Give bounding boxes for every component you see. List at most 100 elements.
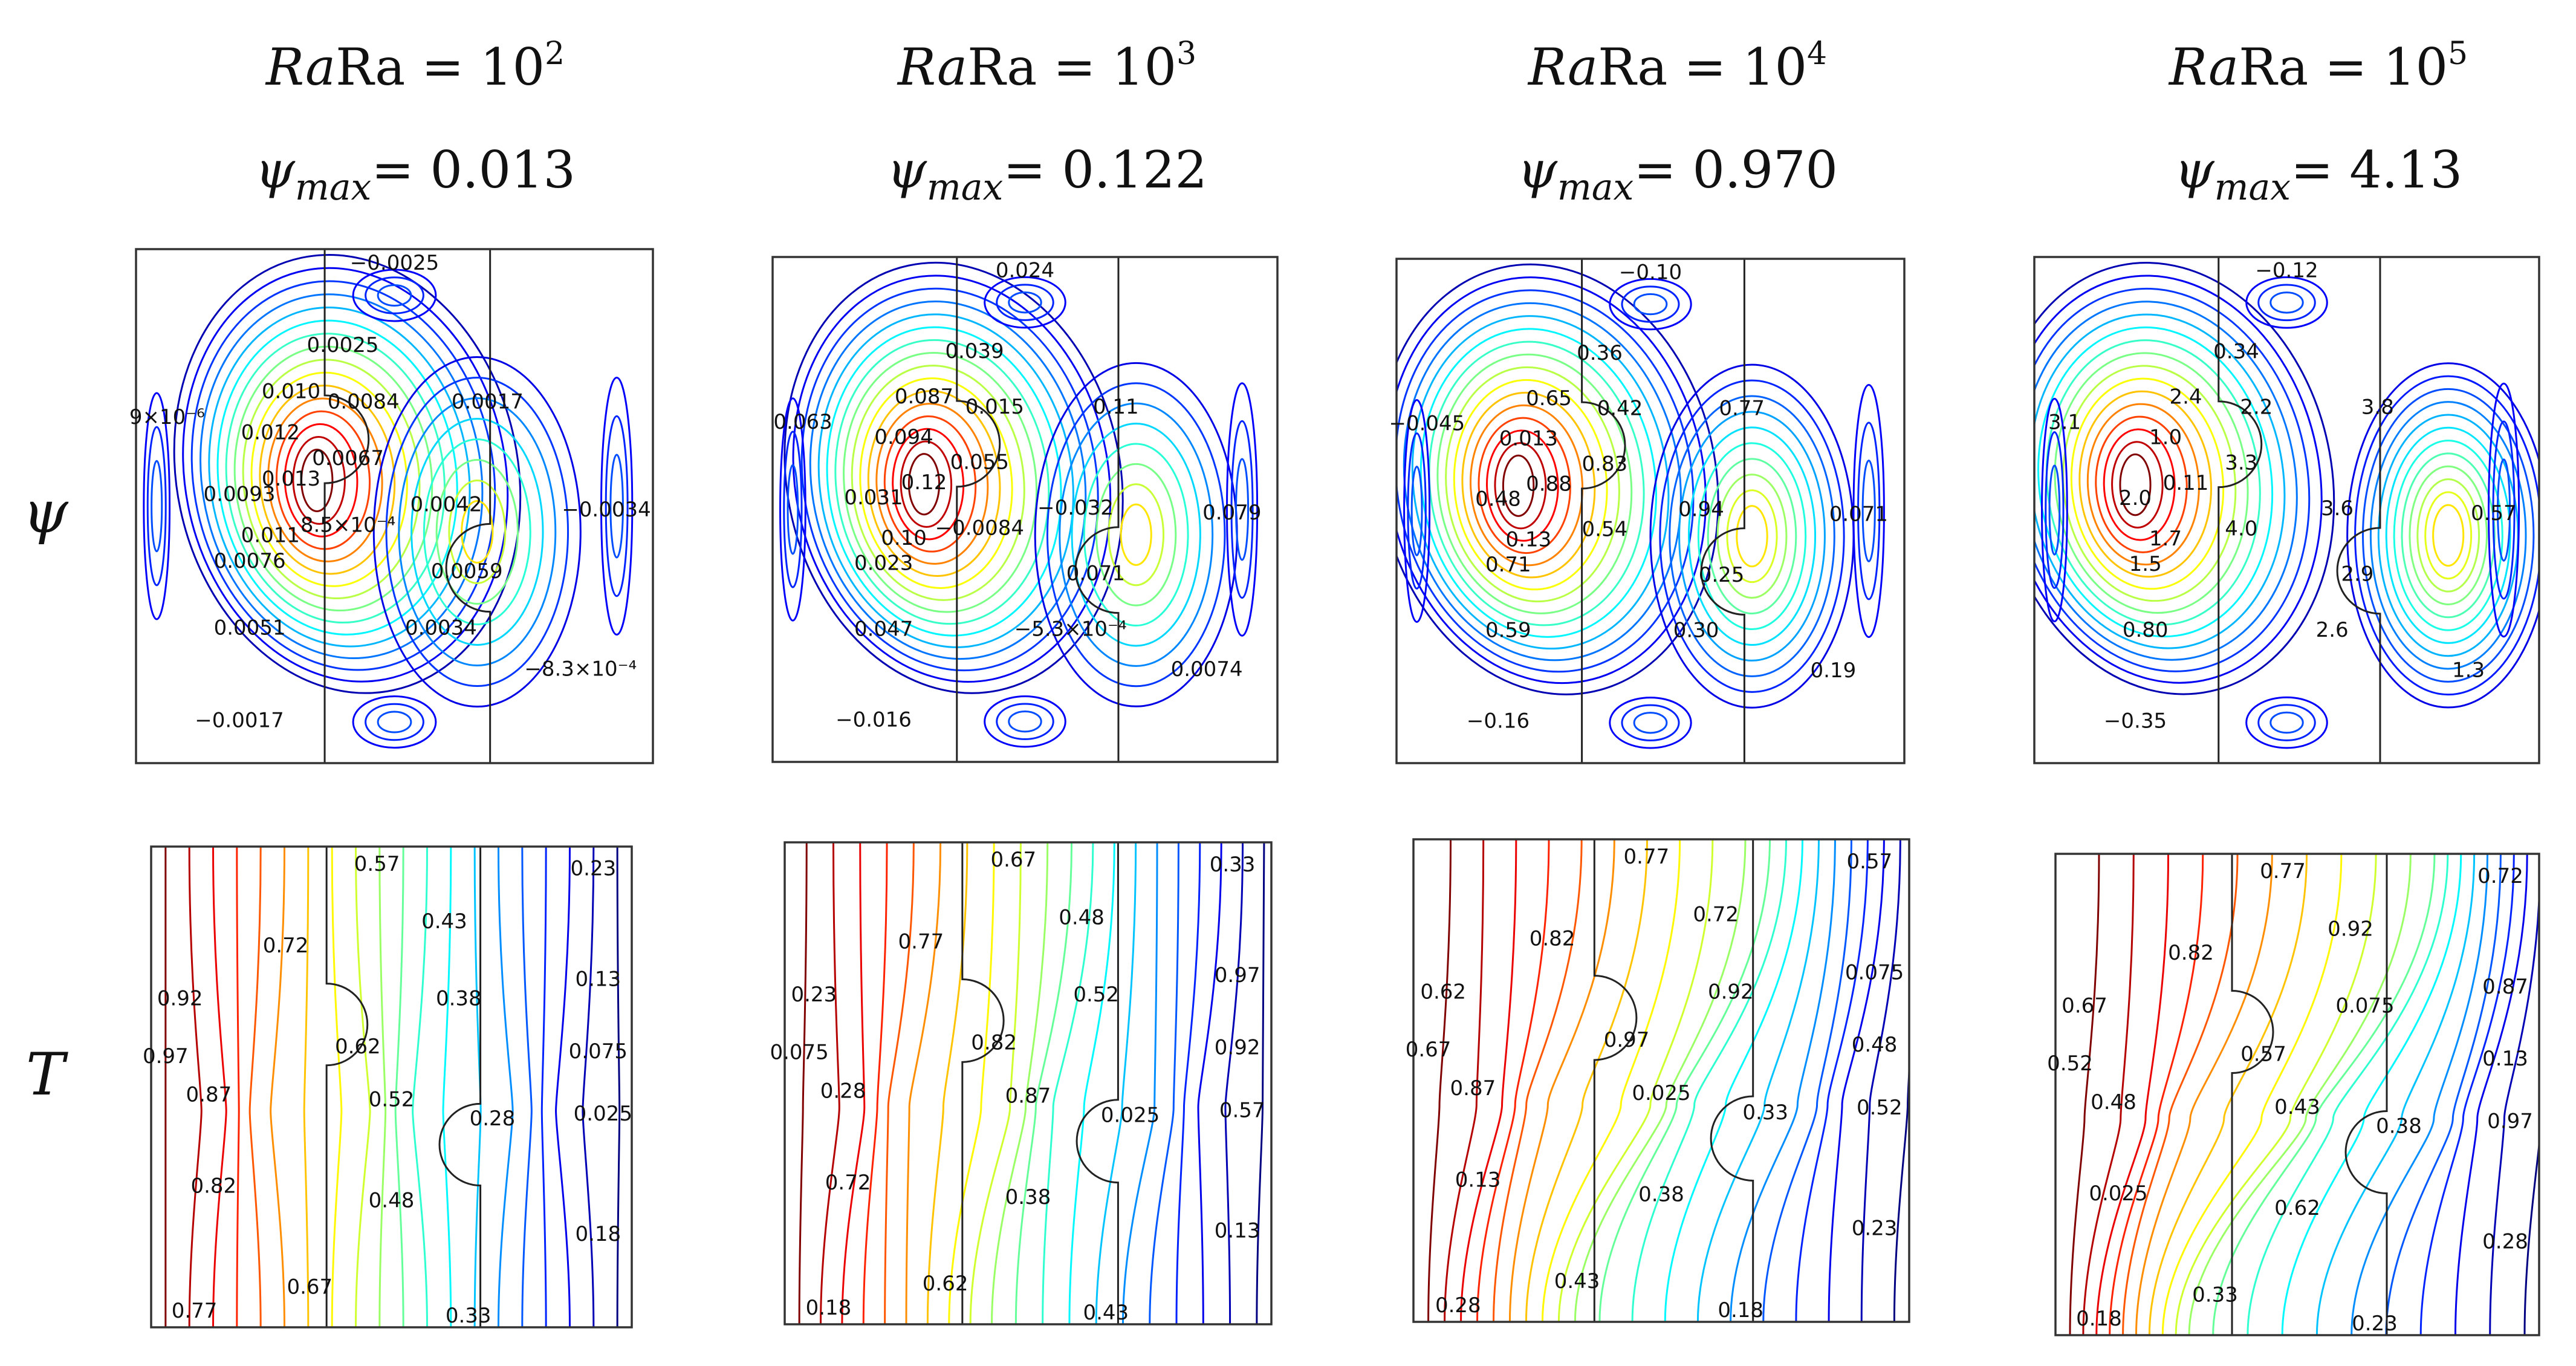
psi-panel-3-contour-label: 0.65: [1526, 386, 1572, 411]
T-panel-2-isotherm: [948, 842, 995, 1324]
psi-panel-3-main-streamline: [1494, 442, 1547, 530]
T-panel-4-isotherm: [2082, 854, 2135, 1335]
psi-panel-3-secondary-streamline: [1659, 379, 1845, 693]
psi-panel-2-contour-label: 0.023: [854, 551, 913, 576]
T-panel-3-contour-label: 0.28: [1435, 1293, 1481, 1318]
psi-panel-1-corner-streamline: [151, 460, 163, 553]
T-panel-4-contour-label: 0.52: [2047, 1052, 2093, 1076]
T-panel-3-contour-label: 0.87: [1450, 1076, 1496, 1101]
psi-panel-3-corner-streamline: [1852, 384, 1885, 638]
psi-panel-4-secondary-streamline: [2424, 491, 2473, 580]
T-panel-2-contour-label: 0.67: [990, 848, 1036, 872]
psi-panel-1-corner-streamline: [143, 392, 171, 620]
psi-max-4-text: = 4.13: [2291, 140, 2462, 200]
psi-panel-2-contour-label: 0.071: [1066, 561, 1125, 585]
T-panel-3-isotherm: [1828, 839, 1885, 1322]
T-panel-4-contours: [2069, 854, 2539, 1335]
psi-max-header-4: ψmax= 4.13: [2175, 140, 2463, 209]
T-panel-4-contour-label: 0.33: [2192, 1283, 2238, 1307]
T-panel-4-contour-label: 0.87: [2482, 975, 2528, 999]
T-panel-3-contour-label: 0.13: [1455, 1168, 1501, 1192]
psi-panel-2-contour-label: 0.079: [1202, 501, 1261, 525]
T-panel-3-isotherm: [1762, 839, 1852, 1322]
T-panel-1-contour-label: 0.87: [186, 1082, 232, 1107]
psi-panel-3-left-wall: [1581, 259, 1626, 763]
T-panel-2-contour-label: 0.18: [806, 1296, 852, 1320]
psi-panel-4-corner-streamline: [2269, 711, 2304, 734]
T-panel-2-contour-label: 0.52: [1073, 983, 1119, 1007]
T-panel-1-frame: [150, 845, 633, 1329]
T-panel-3-contour-label: 0.38: [1638, 1183, 1684, 1207]
psi-panel-3-main-streamline: [1469, 404, 1584, 567]
psi-panel-3-corner-streamline: [1609, 697, 1692, 749]
psi-panel-4-contour-label: −0.12: [2255, 258, 2318, 282]
psi-panel-1-main-streamline: [259, 385, 396, 575]
psi-panel-1-corner-streamline: [377, 284, 412, 307]
T-panel-4-contour-label: 0.97: [2487, 1110, 2533, 1134]
T-panel-3-isotherm: [1444, 839, 1485, 1322]
T-panel-3-contour-label: 0.57: [1847, 850, 1893, 874]
T-panel-4-frame: [2054, 853, 2540, 1336]
psi-panel-3-contour-label: 0.36: [1577, 341, 1623, 365]
psi-panel-3-secondary-streamline: [1716, 473, 1788, 599]
psi-panel-1-secondary-streamline: [372, 356, 582, 707]
psi-panel-2-secondary-streamline: [1108, 483, 1165, 587]
T-panel-1-contour-label: 0.43: [421, 909, 467, 934]
T-panel-4-isotherm: [2135, 854, 2273, 1335]
psi-panel-1-contours: [143, 254, 634, 749]
T-panel-4-isotherm: [2161, 854, 2343, 1335]
T-panel-2-isotherm: [820, 842, 840, 1324]
psi-panel-3-main-streamline: [1419, 328, 1657, 638]
T-panel-3-contour-label: 0.67: [1406, 1038, 1452, 1062]
T-panel-2-contour-label: 0.33: [1210, 853, 1256, 877]
psi-panel-1-corner-streamline: [352, 268, 437, 322]
T-panel-1-isotherm: [442, 847, 452, 1327]
T-panel-3-isotherm: [1893, 1056, 1909, 1322]
T-panel-1-isotherm: [540, 847, 547, 1327]
T-panel-3-isotherm: [1664, 839, 1803, 1322]
psi-panel-3-contour-label: −0.10: [1619, 260, 1682, 284]
psi-panel-3-contour-label: 0.13: [1506, 527, 1552, 551]
T-panel-2-isotherm: [1149, 842, 1179, 1324]
psi-panel-4-corner-streamline: [2257, 284, 2316, 322]
psi-panel-1-corner-streamline: [352, 695, 437, 749]
psi-panel-3-main-streamline: [1461, 391, 1596, 579]
psi-panel-1-main-streamline: [242, 359, 421, 599]
psi-panel-3-main-streamline: [1502, 454, 1535, 517]
psi-panel-4-right-wall: [2337, 257, 2381, 763]
psi-panel-4-main-streamline: [2111, 441, 2164, 529]
psi-panel-1-secondary-streamline: [461, 500, 494, 564]
T-panel-4-isotherm: [2489, 877, 2539, 1335]
T-panel-2-isotherm: [1014, 842, 1073, 1324]
T-panel-2-isotherm: [926, 842, 968, 1324]
T-panel-1-contour-label: 0.92: [157, 986, 203, 1010]
T-panel-4-isotherm: [2212, 854, 2436, 1335]
T-panel-3-isotherm: [1598, 839, 1771, 1322]
psi-panel-2-corner-streamline: [1226, 382, 1259, 637]
T-panel-3-contour-label: 0.025: [1632, 1081, 1690, 1105]
psi-panel-1-contour-label: 8.5×10⁻⁴: [300, 513, 395, 538]
psi-panel-2-frame: [771, 256, 1279, 763]
psi-panel-4-main-streamline: [2054, 352, 2249, 614]
psi-panel-2-main-streamline: [817, 313, 1074, 648]
psi-panel-2-contours: [779, 261, 1259, 748]
T-panel-1-contour-label: 0.38: [436, 986, 482, 1010]
psi-panel-2-right-wall: [1075, 257, 1120, 762]
psi-panel-3-contour-label: 0.25: [1699, 563, 1745, 587]
T-panel-2-contour-label: 0.82: [971, 1031, 1017, 1055]
psi-panel-2-corner-streamline: [984, 276, 1066, 329]
psi-panel-3-contour-label: 0.54: [1582, 518, 1628, 542]
psi-panel-3-right-wall: [1700, 259, 1745, 763]
T-panel-2-left-wall: [961, 842, 1005, 1324]
psi-panel-4-contour-label: 1.5: [2129, 552, 2162, 576]
psi-panel-4-contour-label: 2.6: [2316, 618, 2349, 642]
T-panel-2-contour-label: 0.38: [1005, 1185, 1051, 1209]
T-panel-2-contour-label: 0.48: [1059, 905, 1105, 929]
psi-panel-4-secondary-streamline: [2369, 401, 2527, 670]
psi-panel-1-secondary-streamline: [410, 418, 544, 646]
psi-panel-4-contour-label: 0.34: [2213, 339, 2259, 363]
